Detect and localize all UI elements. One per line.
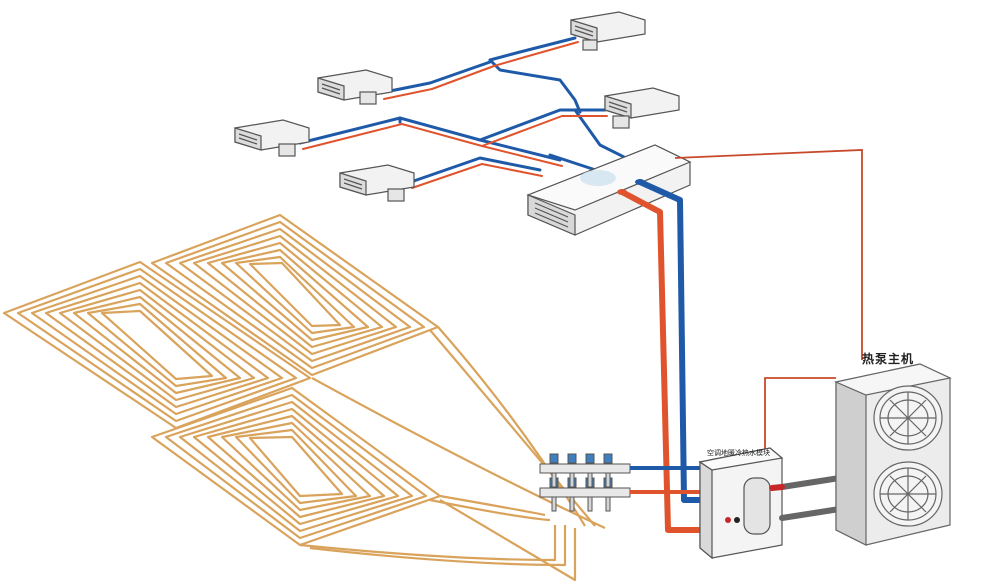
floor-heating-loops: [2, 213, 606, 582]
hot-return-pipes: [302, 41, 608, 189]
hydronic-module: [698, 447, 784, 560]
riser-pipes: [617, 179, 715, 533]
fan-grille-icon: [873, 385, 943, 451]
fan-coil-unit: [234, 119, 310, 157]
fan-coil-unit: [339, 164, 415, 202]
cold-riser-pipe: [637, 179, 715, 503]
floor-loop-c: [150, 386, 442, 547]
floor-loop-leads: [299, 326, 606, 582]
floor-loop-b: [2, 260, 312, 430]
refrigerant-lines: [769, 474, 849, 521]
fan-coil-unit: [604, 87, 680, 129]
signal-wiring: [674, 149, 863, 450]
heat-pump-label: 热泵主机: [862, 352, 915, 366]
fan-coil-unit: [317, 69, 393, 105]
fan-coil-unit: [570, 11, 646, 51]
air-handler-unit: [526, 144, 692, 236]
overhead-pipe-network: [298, 36, 642, 189]
outdoor-heat-pump: [834, 363, 952, 546]
fan-coil-units: [234, 11, 680, 202]
module-label: 空调地暖冷热水模块: [707, 449, 770, 457]
hot-riser-pipe: [619, 189, 703, 533]
manifold-pipes: [630, 466, 705, 494]
manifold: [539, 453, 631, 512]
cold-supply-pipes: [298, 36, 642, 185]
fan-grille-icon: [873, 461, 943, 527]
floor-loop-a: [150, 213, 440, 377]
